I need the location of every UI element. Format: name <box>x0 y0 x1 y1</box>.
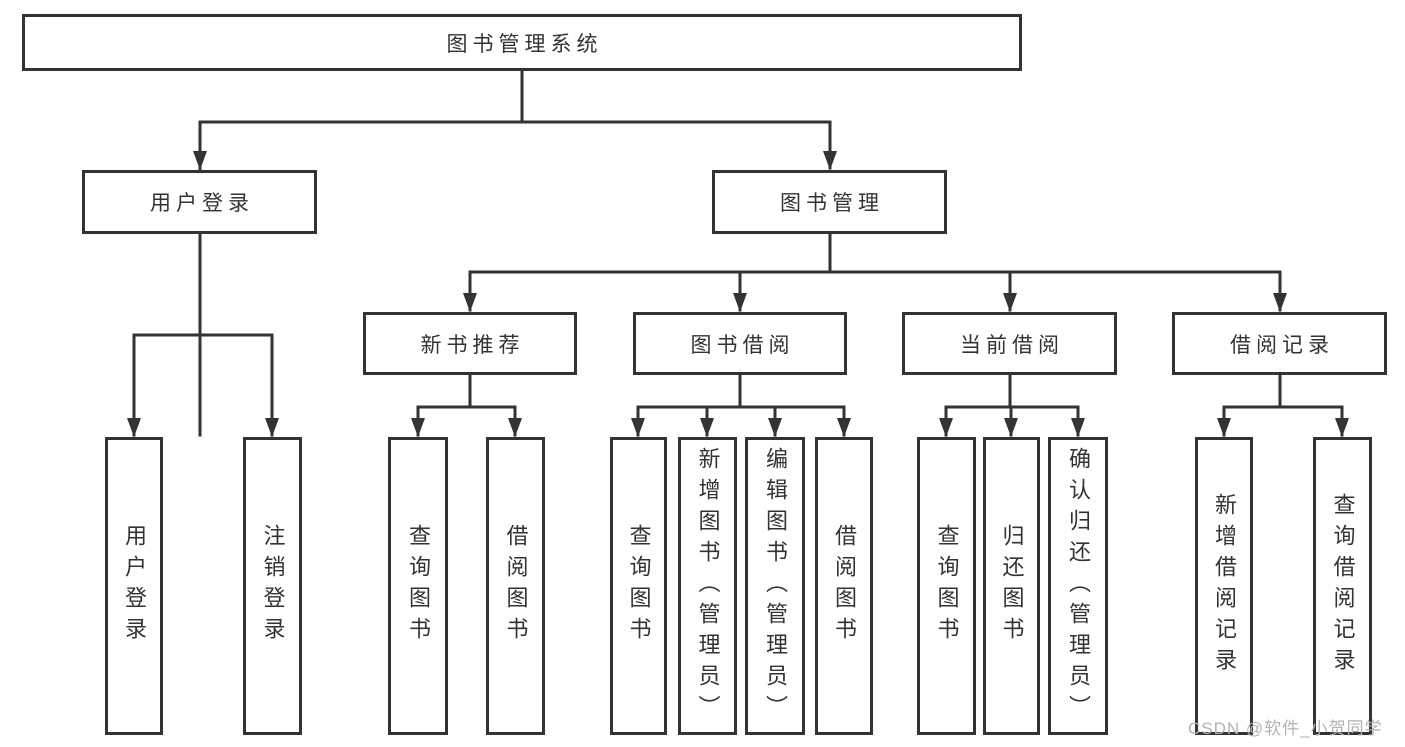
connector-root-to-level2 <box>193 69 837 437</box>
leaf-current-query-books: 查询图书 <box>917 437 976 735</box>
leaf-borrow-add-books-admin: 新增图书（管理员） <box>678 437 737 735</box>
leaf-record-add-borrow-record-label: 新增借阅记录 <box>1212 493 1237 679</box>
leaf-current-confirm-return-admin: 确认归还（管理员） <box>1048 437 1108 735</box>
node-new-book-recommend: 新书推荐 <box>363 312 577 375</box>
leaf-newbook-borrow-books: 借阅图书 <box>486 437 545 735</box>
leaf-newbook-borrow-books-label: 借阅图书 <box>503 524 529 648</box>
csdn-watermark: CSDN @软件_小贺同学 <box>1188 719 1383 738</box>
leaf-user-login-label: 用户登录 <box>122 524 147 648</box>
leaf-current-query-books-label: 查询图书 <box>934 524 960 648</box>
node-root-label: 图书管理系统 <box>446 32 603 56</box>
leaf-record-add-borrow-record: 新增借阅记录 <box>1195 437 1253 735</box>
leaf-user-login: 用户登录 <box>105 437 163 735</box>
node-root: 图书管理系统 <box>22 14 1022 71</box>
connector-current-children <box>939 373 1085 437</box>
node-current-borrow: 当前借阅 <box>902 312 1117 375</box>
node-borrow-record: 借阅记录 <box>1172 312 1387 375</box>
node-borrow-record-label: 借阅记录 <box>1230 333 1334 357</box>
leaf-record-query-borrow-record: 查询借阅记录 <box>1313 437 1372 735</box>
node-current-borrow-label: 当前借阅 <box>960 333 1064 357</box>
leaf-current-return-books-label: 归还图书 <box>999 524 1025 648</box>
leaf-current-confirm-return-admin-label: 确认归还（管理员） <box>1066 446 1091 726</box>
leaf-logout: 注销登录 <box>243 437 302 735</box>
connector-record-children <box>1217 373 1349 437</box>
leaf-current-return-books: 归还图书 <box>983 437 1040 735</box>
node-new-book-recommend-label: 新书推荐 <box>420 333 525 357</box>
node-book-borrow-label: 图书借阅 <box>690 333 795 357</box>
leaf-borrow-edit-books-admin-label: 编辑图书（管理员） <box>763 446 788 726</box>
node-book-borrow: 图书借阅 <box>633 312 847 375</box>
node-book-management: 图书管理 <box>712 170 947 234</box>
leaf-newbook-query-books-label: 查询图书 <box>406 524 431 648</box>
node-user-login-label: 用户登录 <box>150 192 254 215</box>
leaf-record-query-borrow-record-label: 查询借阅记录 <box>1330 493 1356 679</box>
leaf-borrow-edit-books-admin: 编辑图书（管理员） <box>745 437 805 735</box>
connector-new-book-children <box>411 373 522 437</box>
leaf-borrow-borrow-books-label: 借阅图书 <box>832 524 857 648</box>
node-book-management-label: 图书管理 <box>780 192 884 215</box>
leaf-borrow-query-books: 查询图书 <box>610 437 667 735</box>
leaf-borrow-borrow-books: 借阅图书 <box>815 437 873 735</box>
leaf-newbook-query-books: 查询图书 <box>388 437 448 735</box>
node-user-login: 用户登录 <box>82 170 317 234</box>
leaf-borrow-add-books-admin-label: 新增图书（管理员） <box>695 446 721 726</box>
connector-borrow-children <box>631 373 851 437</box>
connector-book-mgmt-children <box>463 232 1287 312</box>
leaf-borrow-query-books-label: 查询图书 <box>626 524 652 648</box>
connector-user-login-children <box>127 232 279 437</box>
leaf-logout-label: 注销登录 <box>260 524 286 648</box>
